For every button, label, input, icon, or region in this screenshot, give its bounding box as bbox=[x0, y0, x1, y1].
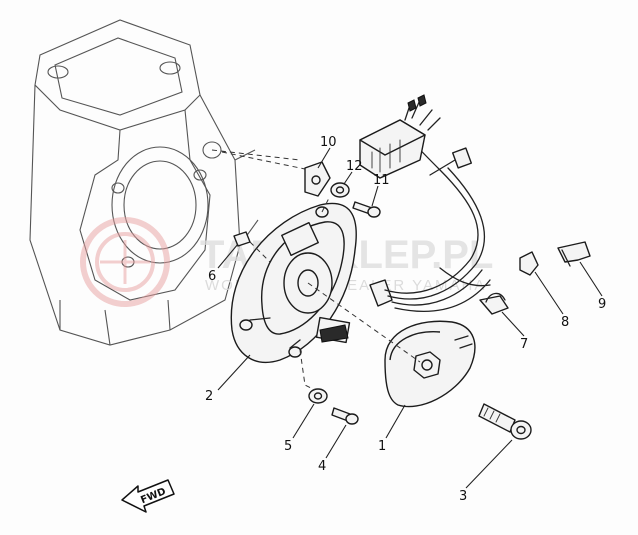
callout-6: 6 bbox=[208, 269, 216, 284]
part-4-screw bbox=[331, 407, 359, 425]
part-3-bolt bbox=[478, 403, 532, 440]
callout-2: 2 bbox=[205, 389, 213, 404]
callout-4: 4 bbox=[318, 459, 326, 474]
callout-labels: 10 12 11 6 2 5 4 1 3 7 8 9 bbox=[205, 135, 606, 504]
callout-7: 7 bbox=[520, 337, 528, 352]
callout-11: 11 bbox=[373, 173, 390, 188]
part-5-washer bbox=[308, 388, 328, 404]
part-12-washer bbox=[330, 182, 350, 198]
leader-lines bbox=[217, 147, 603, 489]
callout-3: 3 bbox=[459, 489, 467, 504]
part-1-flywheel-rotor bbox=[384, 320, 476, 408]
part-8-wire-clip bbox=[519, 251, 539, 276]
callout-10: 10 bbox=[320, 135, 337, 150]
part-11-screw bbox=[352, 201, 381, 218]
forward-direction-arrow-icon: FWD bbox=[121, 479, 175, 513]
callout-12: 12 bbox=[346, 159, 363, 174]
part-7-wire-clamp bbox=[479, 292, 509, 315]
part-10-clamp-bracket bbox=[304, 161, 331, 197]
callout-9: 9 bbox=[598, 297, 606, 312]
wire-connector-block bbox=[359, 94, 441, 179]
wire-harness bbox=[384, 129, 491, 312]
callout-1: 1 bbox=[378, 439, 386, 454]
watermark-logo-icon bbox=[80, 217, 170, 307]
alignment-lines bbox=[249, 195, 421, 391]
callout-8: 8 bbox=[561, 315, 569, 330]
callout-5: 5 bbox=[284, 439, 292, 454]
part-9-wire-clip bbox=[557, 241, 591, 267]
